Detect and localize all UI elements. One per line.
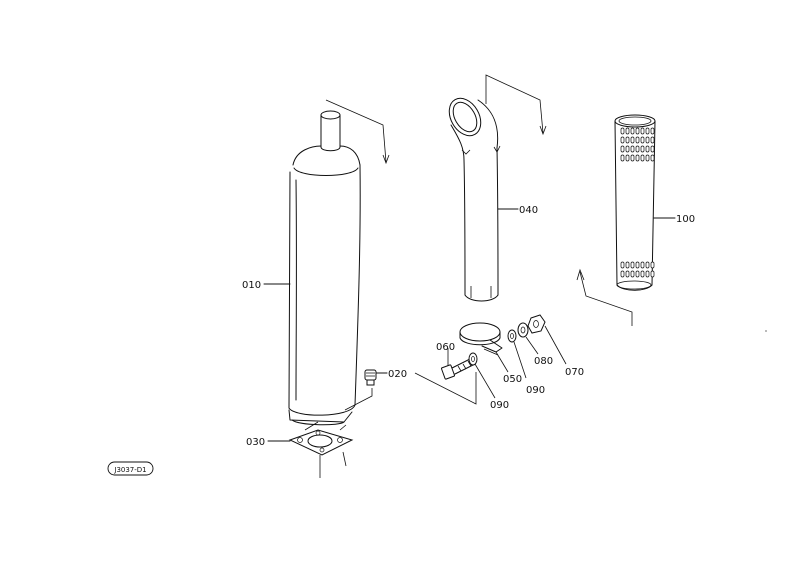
drain-plug-part-020[interactable] — [364, 369, 377, 386]
perforation-hole — [635, 145, 640, 153]
callout-040: 040 — [519, 205, 538, 216]
washer-part-090-a[interactable] — [468, 352, 478, 366]
perforation-hole — [625, 261, 630, 269]
perforation-hole — [620, 154, 625, 162]
perforation-hole — [635, 154, 640, 162]
perforation-hole — [650, 270, 655, 278]
perforation-hole — [620, 145, 625, 153]
perforation-hole — [650, 154, 655, 162]
perforation-hole — [625, 154, 630, 162]
perforation-hole — [635, 136, 640, 144]
perforation-hole — [640, 261, 645, 269]
washer-part-080[interactable] — [517, 322, 529, 338]
perforation-hole — [625, 270, 630, 278]
perforation-hole — [630, 261, 635, 269]
perforation-hole — [640, 127, 645, 135]
perforation-hole — [640, 145, 645, 153]
perforation-hole — [625, 127, 630, 135]
nut-part-070[interactable] — [527, 314, 546, 334]
perforation-hole — [650, 136, 655, 144]
perforation-hole — [645, 261, 650, 269]
perforation-hole — [640, 154, 645, 162]
perforation-hole — [645, 145, 650, 153]
callout-100: 100 — [676, 214, 695, 225]
callout-090-a: 090 — [490, 400, 509, 411]
perforation-hole — [645, 270, 650, 278]
perforation-hole — [640, 270, 645, 278]
callout-050: 050 — [503, 374, 522, 385]
callout-060: 060 — [436, 342, 455, 353]
perforation-hole — [635, 270, 640, 278]
drawing-code-text: J3037-D1 — [113, 466, 146, 474]
perforation-hole — [630, 154, 635, 162]
perforation-hole — [625, 136, 630, 144]
perforation-hole — [620, 127, 625, 135]
drawing-code-badge: J3037-D1 — [107, 461, 154, 476]
perforation-hole — [630, 136, 635, 144]
gasket-part-030[interactable] — [288, 421, 354, 456]
muffler-part-010[interactable] — [288, 110, 361, 426]
perforation-hole — [645, 127, 650, 135]
callout-030: 030 — [246, 437, 265, 448]
callout-090-b: 090 — [526, 385, 545, 396]
perforation-hole — [650, 145, 655, 153]
callout-020: 020 — [388, 369, 407, 380]
perforation-hole — [620, 136, 625, 144]
perforation-hole — [640, 136, 645, 144]
perforation-hole — [650, 261, 655, 269]
perforation-hole — [620, 270, 625, 278]
perforation-hole — [645, 154, 650, 162]
perforation-hole — [650, 127, 655, 135]
perforation-hole — [630, 127, 635, 135]
callout-080: 080 — [534, 356, 553, 367]
assembly-guide-lines — [319, 74, 767, 478]
tail-pipe-part-100[interactable] — [614, 114, 656, 291]
exhaust-pipe-part-040[interactable] — [443, 93, 501, 302]
perforation-hole — [635, 261, 640, 269]
callout-070: 070 — [565, 367, 584, 378]
clamp-part-050[interactable] — [459, 322, 503, 356]
perforation-hole — [620, 261, 625, 269]
perforation-hole — [635, 127, 640, 135]
callout-010: 010 — [242, 280, 261, 291]
perforation-hole — [630, 145, 635, 153]
perforation-hole — [630, 270, 635, 278]
washer-part-090-b[interactable] — [507, 329, 517, 343]
perforation-hole — [645, 136, 650, 144]
perforation-hole — [625, 145, 630, 153]
